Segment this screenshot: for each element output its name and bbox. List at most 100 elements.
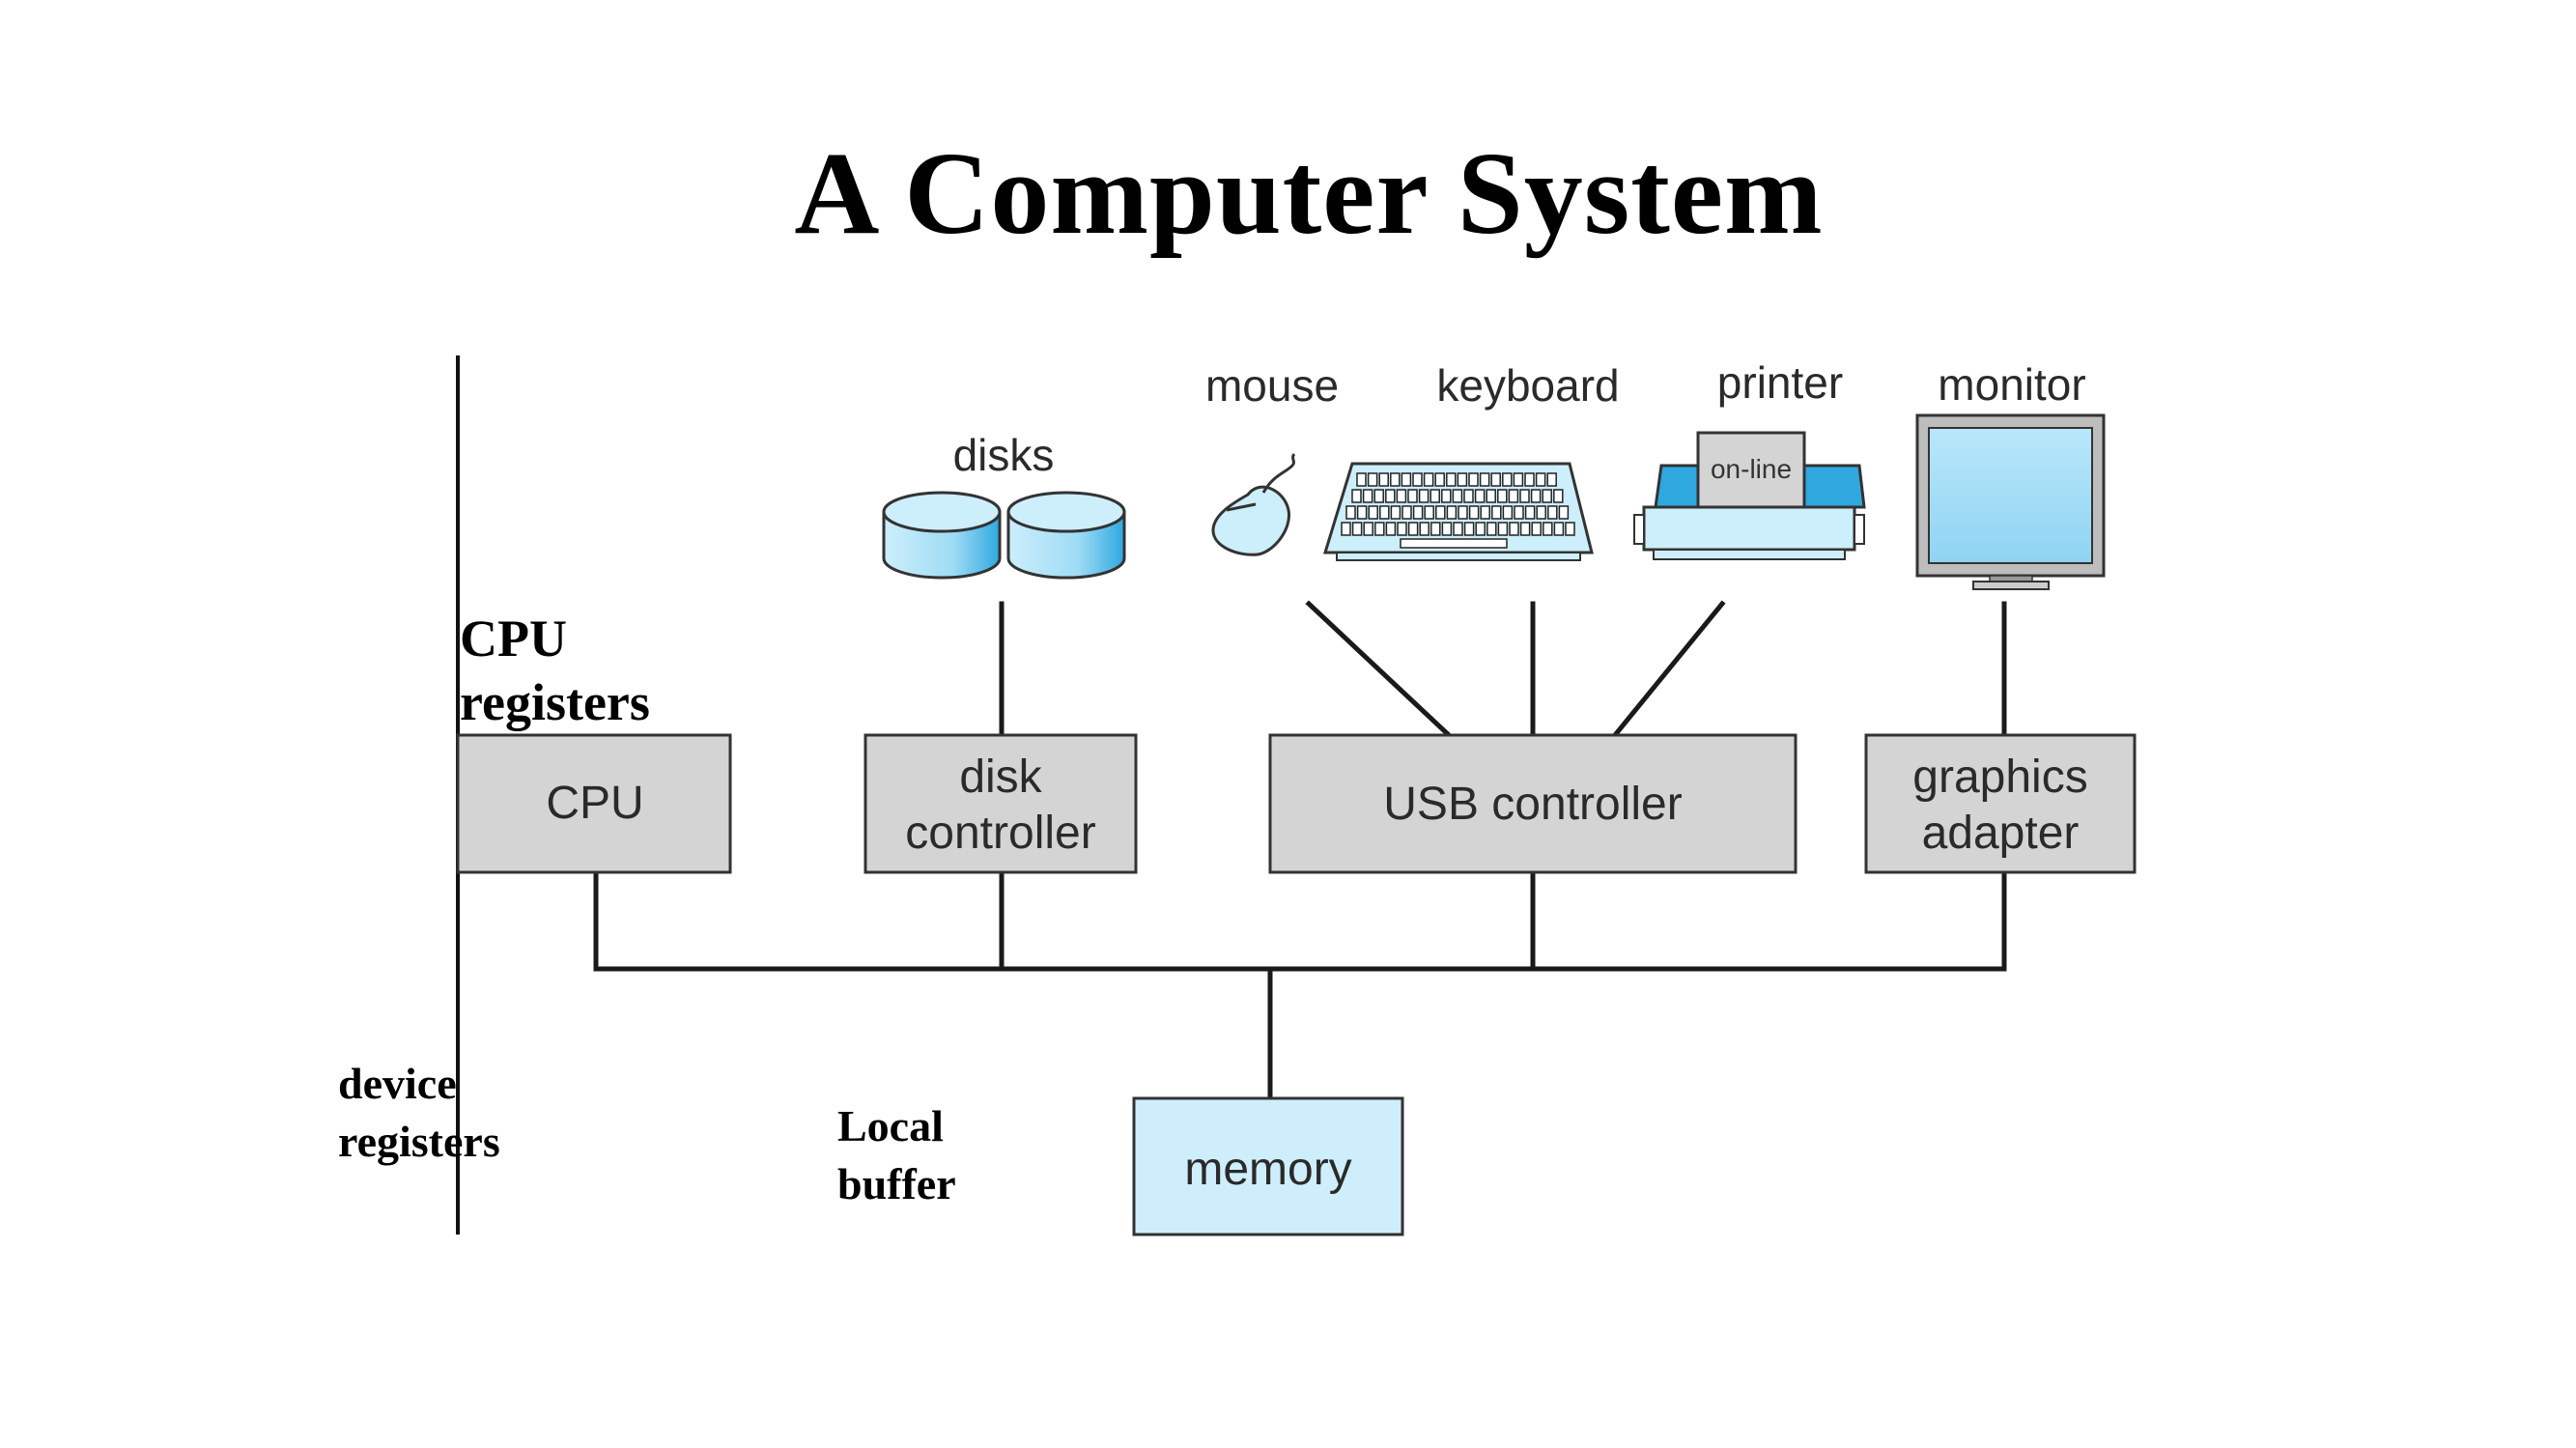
keyboard-key: [1486, 489, 1496, 503]
keyboard-key: [1502, 472, 1513, 487]
keyboard-key: [1480, 505, 1490, 520]
device-registers-line1: device: [338, 1059, 457, 1108]
keyboard-key: [1401, 505, 1412, 520]
keyboard-key: [1509, 522, 1519, 536]
cpu-registers-line1: CPU: [460, 610, 567, 667]
keyboard-key: [1546, 472, 1557, 487]
keyboard-key: [1479, 472, 1490, 487]
keyboard-key: [1565, 522, 1575, 536]
keyboard-key: [1553, 522, 1565, 536]
keyboard-key: [1519, 522, 1531, 536]
cpu-label: CPU: [546, 778, 643, 829]
keyboard-key: [1463, 522, 1475, 536]
keyboard-key: [1441, 489, 1452, 503]
keyboard-key: [1407, 489, 1418, 503]
keyboard-key: [1508, 489, 1519, 503]
keyboard-key: [1524, 505, 1536, 520]
keyboard-key: [1363, 522, 1373, 536]
keyboard-key: [1373, 489, 1384, 503]
keyboard-key: [1379, 505, 1390, 520]
keyboard-key: [1535, 472, 1546, 487]
keyboard-key: [1491, 505, 1502, 520]
printer-status-label: on-line: [1711, 454, 1792, 484]
disk-controller-label-line1: disk: [959, 752, 1042, 803]
keyboard-key: [1536, 505, 1546, 520]
keyboard-key: [1458, 505, 1468, 520]
slide-title: A Computer System: [794, 128, 1824, 259]
graphics-adapter-box: graphics adapter: [1864, 733, 2137, 874]
keyboard-key: [1531, 522, 1542, 536]
keyboard-key: [1435, 505, 1446, 520]
keyboard-key: [1547, 505, 1558, 520]
keyboard-key: [1390, 472, 1401, 487]
device-registers-line2: registers: [338, 1117, 500, 1166]
keyboard-key: [1430, 522, 1441, 536]
keyboard-key: [1468, 505, 1480, 520]
graphics-adapter-label-line1: graphics: [1912, 752, 2087, 803]
keyboard-key: [1351, 489, 1362, 503]
mouse-icon: [1211, 452, 1296, 556]
keyboard-key: [1468, 472, 1479, 487]
keyboard-key: [1475, 522, 1486, 536]
keyboard-key: [1407, 522, 1419, 536]
keyboard-key: [1453, 522, 1463, 536]
keyboard-key: [1446, 505, 1458, 520]
keyboard-key: [1446, 472, 1457, 487]
keyboard-key: [1385, 489, 1396, 503]
keyboard-key: [1542, 489, 1552, 503]
keyboard-key: [1419, 522, 1430, 536]
keyboard-key: [1519, 489, 1530, 503]
keyboard-key: [1356, 472, 1367, 487]
graphics-adapter-label-line2: adapter: [1922, 808, 2080, 859]
keyboard-key: [1474, 489, 1486, 503]
keyboard-label: keyboard: [1436, 360, 1619, 411]
monitor-label: monitor: [1938, 359, 2085, 410]
keyboard-key: [1441, 522, 1453, 536]
device-registers-annotation: device registers: [338, 1059, 500, 1166]
monitor-icon: [1915, 413, 2106, 590]
keyboard-key: [1514, 505, 1524, 520]
keyboard-key: [1351, 522, 1363, 536]
disks-label: disks: [953, 430, 1055, 480]
keyboard-key: [1524, 472, 1535, 487]
usb-controller-box: USB controller: [1268, 733, 1798, 874]
keyboard-key: [1457, 472, 1468, 487]
cpu-box: CPU: [456, 733, 732, 874]
system-bus: [593, 869, 2007, 1101]
local-buffer-line2: buffer: [837, 1159, 956, 1208]
keyboard-key: [1486, 522, 1497, 536]
keyboard-key: [1543, 522, 1553, 536]
keyboard-key: [1397, 522, 1407, 536]
keyboard-key: [1385, 522, 1397, 536]
memory-label: memory: [1184, 1144, 1351, 1195]
keyboard-spacebar: [1400, 538, 1508, 549]
disk-controller-box: disk controller: [863, 733, 1138, 874]
printer-icon: on-line: [1633, 431, 1866, 560]
device-links: [999, 600, 2007, 739]
keyboard-key: [1412, 472, 1423, 487]
keyboard-key: [1345, 505, 1356, 520]
keyboard-key: [1423, 472, 1434, 487]
local-buffer-annotation: Local buffer: [837, 1101, 956, 1208]
printer-label: printer: [1717, 357, 1843, 408]
mouse-label: mouse: [1205, 360, 1339, 411]
keyboard-key: [1452, 489, 1463, 503]
keyboard-key: [1378, 472, 1389, 487]
keyboard-key: [1490, 472, 1501, 487]
keyboard-keys: [1341, 472, 1575, 549]
keyboard-key: [1374, 522, 1385, 536]
disk-controller-label-line2: controller: [905, 808, 1095, 859]
keyboard-icon: [1322, 462, 1594, 561]
keyboard-key: [1367, 472, 1378, 487]
keyboard-key: [1341, 522, 1351, 536]
keyboard-key: [1368, 505, 1378, 520]
keyboard-key: [1356, 505, 1368, 520]
usb-controller-label: USB controller: [1383, 779, 1682, 830]
local-buffer-line1: Local: [837, 1101, 944, 1150]
cpu-registers-annotation: CPU registers: [460, 610, 650, 731]
keyboard-key: [1418, 489, 1430, 503]
keyboard-key: [1513, 472, 1524, 487]
keyboard-key: [1412, 505, 1424, 520]
keyboard-key: [1401, 472, 1412, 487]
